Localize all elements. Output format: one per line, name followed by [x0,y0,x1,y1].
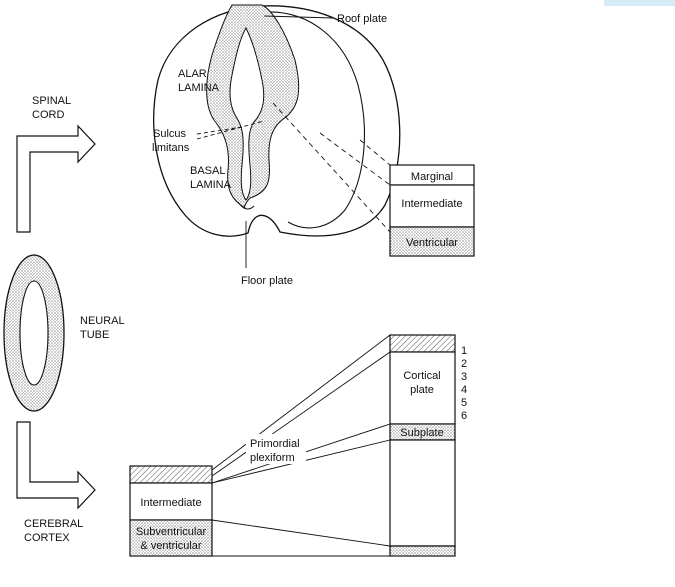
cortical-plate-label-2: plate [410,384,434,396]
spinal-cord-arrow-label-1: SPINAL [32,95,71,107]
primordial-plexiform-label-2: plexiform [250,452,295,464]
neural-tube-label-2: TUBE [80,329,109,341]
connector-plexiform-upper [211,351,391,477]
roof-plate-leader [263,15,334,19]
layer-number-3: 3 [461,371,467,383]
leader-ventricular [272,102,391,233]
layer-ventricular-label: Ventricular [406,237,458,249]
corner-highlight [604,0,675,6]
basal-lamina-label-1: BASAL [190,165,225,177]
central-canal [229,26,265,201]
cerebral-cortex-section: Intermediate Subventricular & ventricula… [129,334,467,557]
alar-lamina-label-1: ALAR [178,68,207,80]
layer-number-1: 1 [461,345,467,357]
sulcus-leader-lower [196,120,265,140]
sulcus-leader-upper [196,126,243,135]
spinal-cord-arrow-label-2: CORD [32,109,64,121]
layer-number-5: 5 [461,397,467,409]
leader-marginal [359,139,391,166]
spinal-cord-section: ALAR LAMINA Sulcus limitans BASAL LAMINA… [152,4,475,287]
cerebral-cortex-arrow-label-2: CORTEX [24,532,70,544]
neural-tube: NEURAL TUBE [3,254,125,412]
subplate-label: Subplate [400,427,443,439]
early-cortex-box: Intermediate Subventricular & ventricula… [129,465,213,557]
primordial-plexiform-label-1: Primordial [250,438,300,450]
layer-marginal-label: Marginal [411,171,453,183]
floor-plate-notch [237,201,255,210]
floor-plate-label: Floor plate [241,275,293,287]
roof-plate-label: Roof plate [337,13,387,25]
basal-lamina-label-2: LAMINA [190,179,232,191]
layer-number-4: 4 [461,384,467,396]
neural-tube-label-1: NEURAL [80,315,125,327]
leader-intermediate [319,132,391,186]
early-subventricular-label: Subventricular [136,526,207,538]
spinal-cord-arrow [16,124,96,233]
layer-intermediate-label: Intermediate [401,198,462,210]
early-ventricular-label: & ventricular [140,540,201,552]
layer-numbers: 1 2 3 4 5 6 [461,345,467,422]
layer-number-6: 6 [461,410,467,422]
connector-ventricular [211,519,391,547]
connector-top [211,334,391,471]
sulcus-limitans-label-1: Sulcus [153,128,187,140]
early-intermediate-label: Intermediate [140,497,201,509]
cerebral-cortex-arrow [16,421,96,510]
marginal-boundary [264,11,365,229]
alar-lamina-label-2: LAMINA [178,82,220,94]
layer-number-2: 2 [461,358,467,370]
mature-cortex-column: Cortical plate Subplate [389,334,456,557]
cerebral-cortex-arrow-label-1: CEREBRAL [24,518,83,530]
spinal-layer-box: Marginal Intermediate Ventricular [389,164,475,257]
sulcus-limitans-label-2: limitans [152,142,190,154]
cortical-plate-label-1: Cortical [403,370,440,382]
